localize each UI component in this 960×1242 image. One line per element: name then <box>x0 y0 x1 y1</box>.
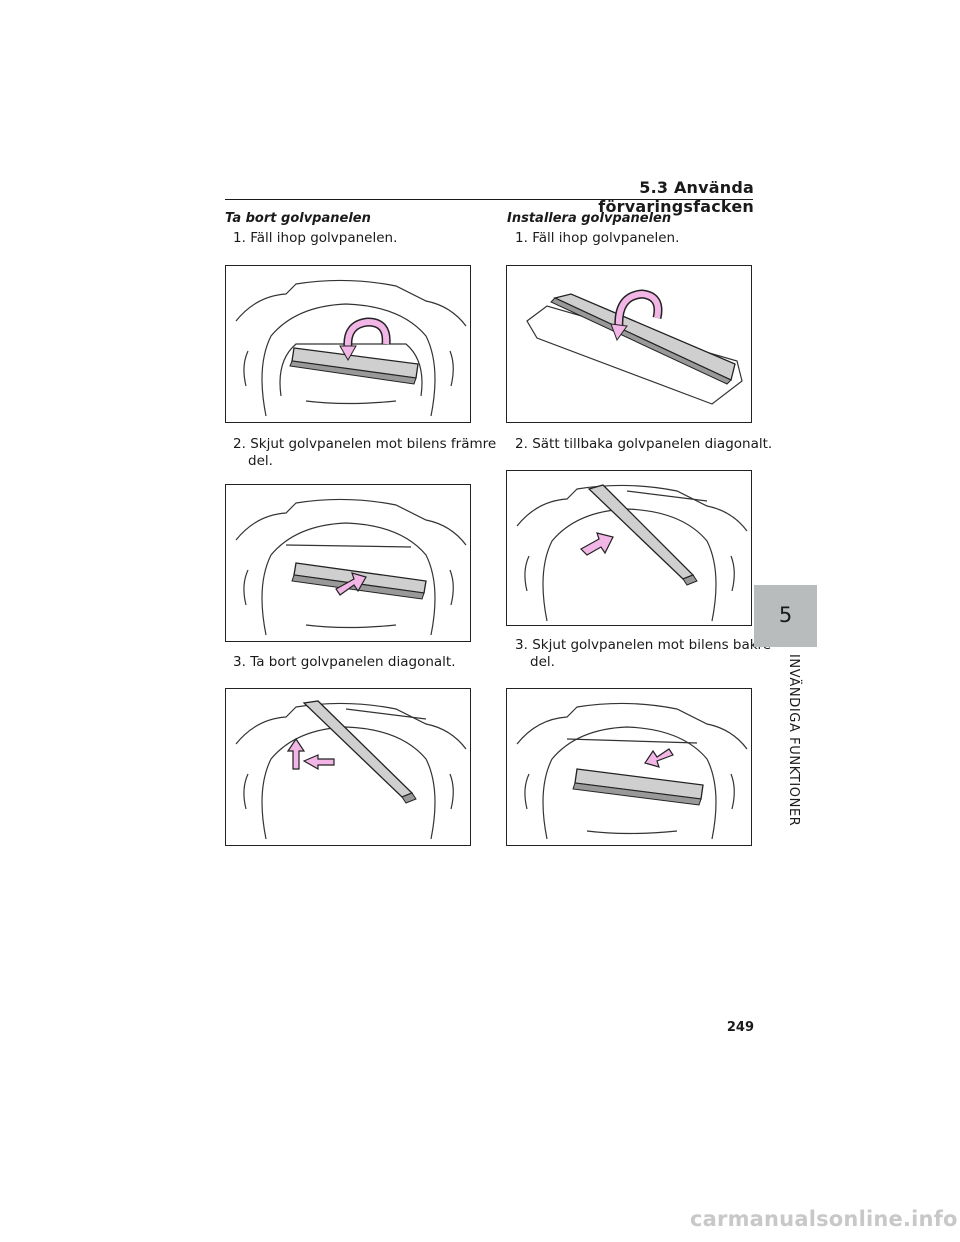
figure-remove-diagonal <box>225 688 471 846</box>
figure-install-fold <box>506 265 752 423</box>
step-text: Ta bort golvpanelen diagonalt. <box>250 654 456 670</box>
step-text: Fäll ihop golvpanelen. <box>250 230 398 246</box>
trunk-illustration <box>235 700 467 840</box>
figure-remove-fold <box>225 265 471 423</box>
install-heading: Installera golvpanelen <box>507 211 672 226</box>
header-rule <box>225 199 753 200</box>
step-text-cont: del. <box>248 453 273 469</box>
trunk-illustration <box>235 279 467 417</box>
figure-install-diagonal <box>506 470 752 626</box>
step-text: Skjut golvpanelen mot bilens bakre <box>532 637 772 653</box>
step-number: 3. <box>233 654 246 670</box>
step-number: 3. <box>515 637 528 653</box>
page-number: 249 <box>726 1020 754 1035</box>
chapter-tab <box>754 585 817 647</box>
trunk-illustration <box>235 498 467 636</box>
panel-illustration <box>526 289 743 405</box>
step-text: Sätt tillbaka golvpanelen diagonalt. <box>532 436 773 452</box>
remove-step-3: 3. Ta bort golvpanelen diagonalt. <box>233 654 456 671</box>
step-number: 2. <box>515 436 528 452</box>
install-step-2: 2. Sätt tillbaka golvpanelen diagonalt. <box>515 436 772 453</box>
remove-heading: Ta bort golvpanelen <box>225 211 371 226</box>
remove-step-2: 2. Skjut golvpanelen mot bilens främre d… <box>233 436 496 470</box>
step-number: 1. <box>515 230 528 246</box>
install-step-3: 3. Skjut golvpanelen mot bilens bakre de… <box>515 637 771 671</box>
step-number: 2. <box>233 436 246 452</box>
trunk-illustration <box>516 484 748 622</box>
trunk-illustration <box>516 702 748 840</box>
install-step-1: 1. Fäll ihop golvpanelen. <box>515 230 679 247</box>
chapter-number: 5 <box>778 603 793 627</box>
figure-remove-push-forward <box>225 484 471 642</box>
watermark: carmanualsonline.info <box>690 1207 958 1231</box>
figure-install-push-back <box>506 688 752 846</box>
section-title: 5.3 Använda förvaringsfacken <box>598 178 754 216</box>
chapter-label: INVÄNDIGA FUNKTIONER <box>786 654 801 827</box>
step-text-cont: del. <box>530 654 555 670</box>
step-number: 1. <box>233 230 246 246</box>
step-text: Skjut golvpanelen mot bilens främre <box>250 436 497 452</box>
remove-step-1: 1. Fäll ihop golvpanelen. <box>233 230 397 247</box>
step-text: Fäll ihop golvpanelen. <box>532 230 680 246</box>
